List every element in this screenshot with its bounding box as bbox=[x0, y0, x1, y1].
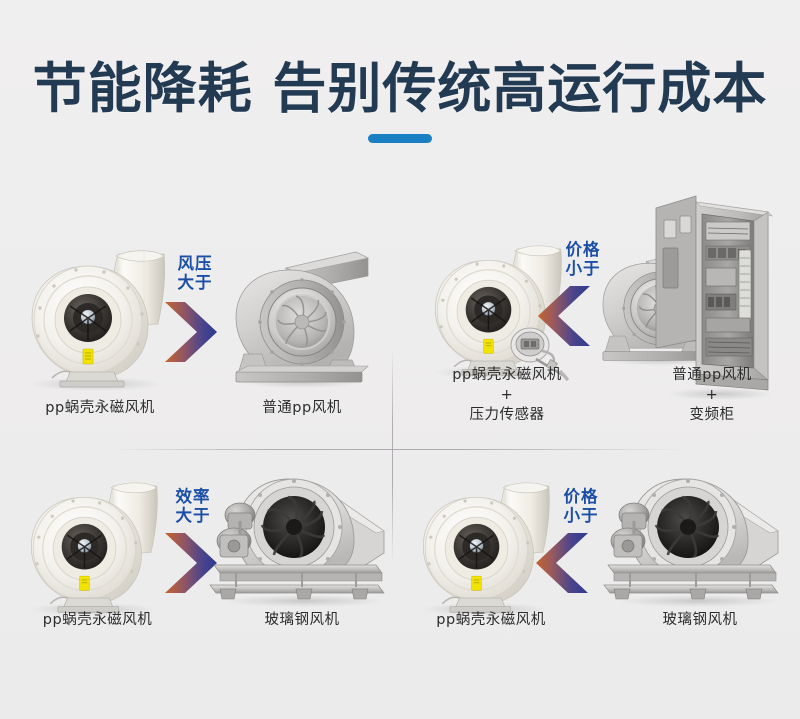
title-underline-accent bbox=[368, 134, 432, 143]
compare-label-q2-line2: 小于 bbox=[565, 259, 601, 278]
comparison-panel-1: pp蜗壳永磁风机 风压 大于 bbox=[0, 200, 392, 445]
caption-q2-right: 普通pp风机 + 变频柜 bbox=[624, 365, 800, 425]
pp-volute-fan-illustration-4 bbox=[410, 465, 562, 617]
comparison-panel-4: pp蜗壳永磁风机 价格 小于 bbox=[396, 455, 800, 655]
chevron-left-icon-q4 bbox=[534, 531, 590, 595]
compare-label-q2-line1: 价格 bbox=[565, 240, 601, 259]
caption-q2-right-line2: + bbox=[705, 387, 719, 403]
caption-q4-right: 玻璃钢风机 bbox=[662, 612, 738, 628]
frp-fan-illustration-2 bbox=[600, 469, 790, 609]
caption-q2-left-line3: 压力传感器 bbox=[469, 407, 545, 423]
ordinary-pp-fan-illustration bbox=[228, 242, 378, 392]
caption-q3-left: pp蜗壳永磁风机 bbox=[42, 612, 153, 628]
caption-q2-left: pp蜗壳永磁风机 + 压力传感器 bbox=[402, 365, 612, 425]
page-header: 节能降耗 告别传统高运行成本 bbox=[0, 0, 800, 180]
chevron-left-icon-q2 bbox=[536, 284, 592, 348]
caption-q2-right-line1: 普通pp风机 bbox=[672, 367, 752, 383]
vertical-divider bbox=[392, 348, 393, 563]
compare-label-q1-line2: 大于 bbox=[177, 273, 213, 292]
caption-q1-left: pp蜗壳永磁风机 bbox=[45, 400, 155, 416]
caption-q2-left-line2: + bbox=[500, 387, 514, 403]
compare-label-q1-line1: 风压 bbox=[177, 254, 213, 273]
compare-label-q4: 价格 小于 bbox=[546, 487, 616, 525]
caption-q2-right-line3: 变频柜 bbox=[689, 407, 735, 423]
caption-q1-right: 普通pp风机 bbox=[262, 400, 342, 416]
compare-label-q4-line2: 小于 bbox=[563, 506, 599, 525]
compare-label-q3-line1: 效率 bbox=[175, 487, 211, 506]
chevron-right-icon-q3 bbox=[163, 531, 219, 595]
comparison-panel-2: pp蜗壳永磁风机 + 压力传感器 价格 小于 bbox=[396, 180, 800, 445]
caption-q4-left: pp蜗壳永磁风机 bbox=[436, 612, 546, 628]
compare-label-q3: 效率 大于 bbox=[158, 487, 228, 525]
compare-label-q3-line2: 大于 bbox=[175, 506, 211, 525]
vfd-cabinet-illustration bbox=[644, 190, 780, 402]
compare-label-q2: 价格 小于 bbox=[548, 240, 618, 278]
compare-label-q1: 风压 大于 bbox=[160, 254, 230, 292]
pressure-sensor-illustration bbox=[508, 325, 574, 383]
chevron-right-icon-q1 bbox=[163, 300, 219, 364]
caption-q2-left-line1: pp蜗壳永磁风机 bbox=[452, 367, 562, 383]
pp-volute-fan-illustration-3 bbox=[18, 465, 170, 617]
page-title: 节能降耗 告别传统高运行成本 bbox=[32, 57, 768, 120]
caption-q3-right: 玻璃钢风机 bbox=[264, 612, 340, 628]
compare-label-q4-line1: 价格 bbox=[563, 487, 599, 506]
frp-fan-illustration bbox=[206, 469, 396, 609]
pp-volute-fan-illustration bbox=[18, 232, 178, 392]
horizontal-divider bbox=[110, 449, 690, 450]
comparison-panel-3: pp蜗壳永磁风机 效率 大于 bbox=[0, 455, 392, 655]
